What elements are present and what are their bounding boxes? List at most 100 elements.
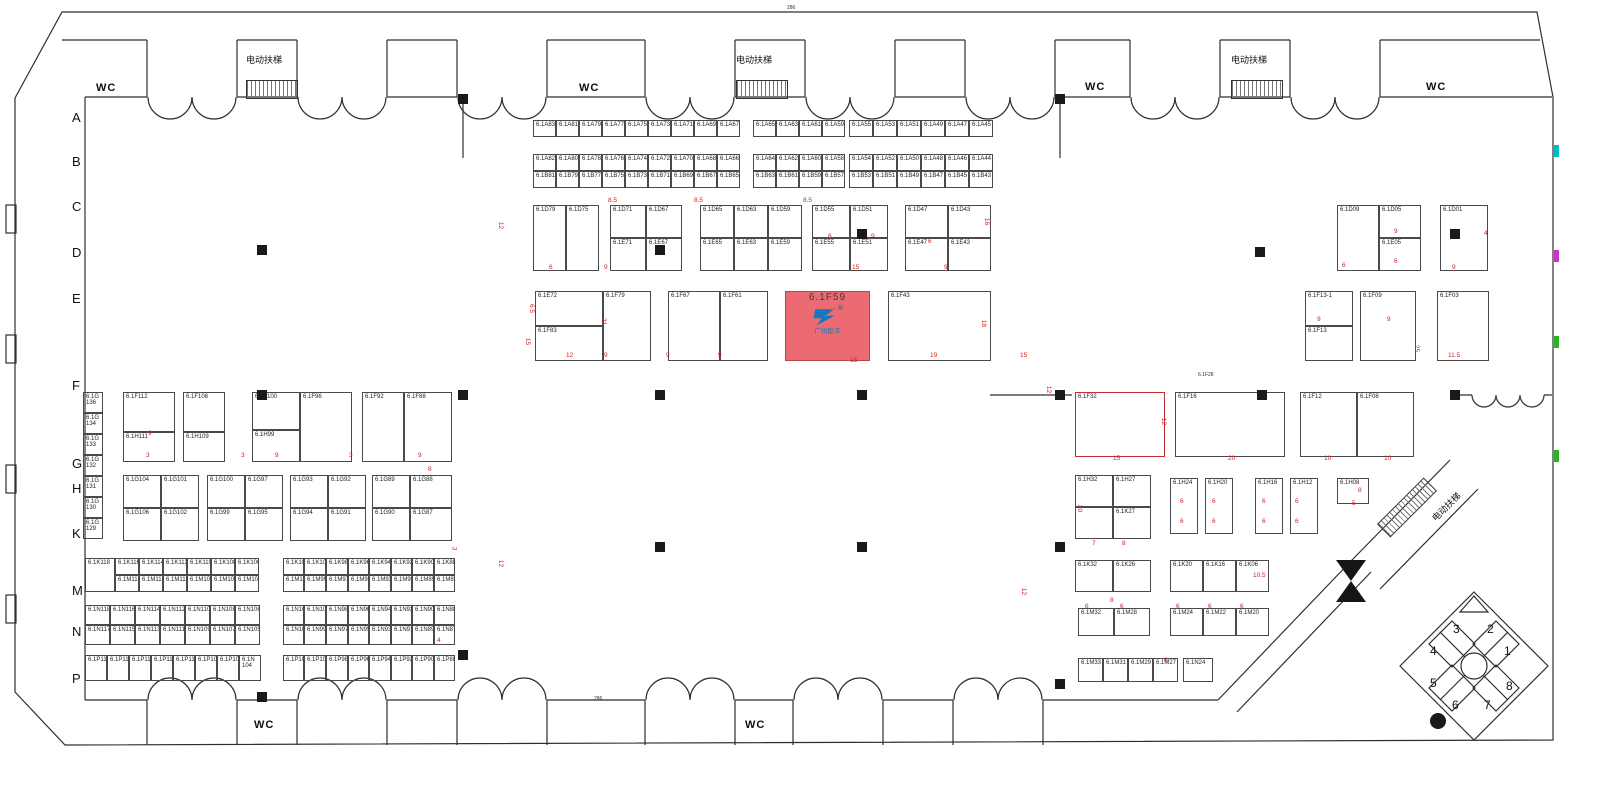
booth-6.1N102[interactable]: 6.1N102 [283, 605, 304, 625]
booth-6.1B65[interactable]: 6.1B65 [717, 171, 740, 188]
booth-6.1E65[interactable]: 6.1E65 [700, 238, 734, 271]
booth-6.1K20[interactable]: 6.1K20 [1170, 560, 1203, 592]
booth-6.1F43[interactable]: 6.1F43 [888, 291, 991, 361]
booth-6.1K27[interactable]: 6.1K27 [1113, 507, 1151, 539]
booth-6.1M28[interactable]: 6.1M28 [1114, 608, 1150, 636]
booth-6.1N116[interactable]: 6.1N116 [110, 605, 135, 625]
booth-6.1H109[interactable]: 6.1H109 [183, 432, 225, 462]
booth-6.1P102[interactable]: 6.1P102 [283, 655, 304, 681]
booth-6.1B75[interactable]: 6.1B75 [602, 171, 625, 188]
booth-6.1A63[interactable]: 6.1A63 [776, 120, 799, 137]
booth-6.1B51[interactable]: 6.1B51 [873, 171, 897, 188]
hall-selector-2[interactable]: 2 [1487, 622, 1494, 636]
booth-6.1N110[interactable]: 6.1N110 [185, 605, 210, 625]
booth-6.1M99[interactable]: 6.1M99 [304, 575, 326, 592]
booth-6.1N101[interactable]: 6.1N101 [283, 625, 304, 645]
booth-6.1P98[interactable]: 6.1P98 [326, 655, 348, 681]
booth-6.1A77[interactable]: 6.1A77 [602, 120, 625, 137]
booth-6.1A82[interactable]: 6.1A82 [533, 154, 556, 171]
booth-6.1M115[interactable]: 6.1M115 [115, 575, 139, 592]
booth-6.1G132[interactable]: 6.1G 132 [83, 455, 103, 476]
booth-6.1G134[interactable]: 6.1G 134 [83, 413, 103, 434]
booth-6.1F67[interactable]: 6.1F67 [668, 291, 720, 361]
booth-6.1B63[interactable]: 6.1B63 [753, 171, 776, 188]
booth-6.1D65[interactable]: 6.1D65 [700, 205, 734, 238]
booth-6.1K90[interactable]: 6.1K90 [412, 558, 434, 575]
booth-6.1N92[interactable]: 6.1N92 [391, 605, 412, 625]
booth-6.1A78[interactable]: 6.1A78 [579, 154, 602, 171]
booth-6.1D47[interactable]: 6.1D47 [905, 205, 948, 238]
booth-6.1A45[interactable]: 6.1A45 [969, 120, 993, 137]
booth-6.1D79[interactable]: 6.1D79 [533, 205, 566, 271]
booth-6.1G88[interactable]: 6.1G88 [410, 475, 452, 508]
booth-6.1N109[interactable]: 6.1N109 [185, 625, 210, 645]
booth-6.1A73[interactable]: 6.1A73 [648, 120, 671, 137]
booth-6.1N90[interactable]: 6.1N90 [412, 605, 434, 625]
booth-6.1M101[interactable]: 6.1M101 [283, 575, 304, 592]
booth-6.1B81[interactable]: 6.1B81 [533, 171, 556, 188]
booth-6.1P118[interactable]: 6.1P118 [85, 655, 107, 681]
booth-6.1F16[interactable]: 6.1F16 [1175, 392, 1285, 457]
booth-6.1A61[interactable]: 6.1A61 [799, 120, 822, 137]
booth-6.1D01[interactable]: 6.1D01 [1440, 205, 1488, 271]
booth-6.1K26[interactable]: 6.1K26 [1113, 560, 1151, 592]
booth-6.1E67[interactable]: 6.1E67 [646, 238, 682, 271]
booth-6.1M111[interactable]: 6.1M111 [163, 575, 187, 592]
booth-6.1N98[interactable]: 6.1N98 [326, 605, 348, 625]
booth-6.1A75[interactable]: 6.1A75 [625, 120, 648, 137]
booth-6.1P92[interactable]: 6.1P92 [391, 655, 412, 681]
booth-6.1G136[interactable]: 6.1G 136 [83, 392, 103, 413]
booth-6.1B43[interactable]: 6.1B43 [969, 171, 993, 188]
booth-6.1N100[interactable]: 6.1N100 [304, 605, 326, 625]
booth-6.1M97[interactable]: 6.1M97 [326, 575, 348, 592]
booth-6.1M89[interactable]: 6.1M89 [412, 575, 434, 592]
booth-6.1F83[interactable]: 6.1F83 [535, 326, 603, 361]
booth-6.1M20[interactable]: 6.1M20 [1236, 608, 1269, 636]
booth-6.1G101[interactable]: 6.1G101 [161, 475, 199, 508]
booth-6.1F08[interactable]: 6.1F08 [1357, 392, 1414, 457]
booth-6.1K96[interactable]: 6.1K96 [348, 558, 369, 575]
booth-6.1E59[interactable]: 6.1E59 [768, 238, 802, 271]
booth-6.1F92[interactable]: 6.1F92 [362, 392, 404, 462]
booth-6.1H16[interactable]: 6.1H16 [1255, 478, 1283, 534]
booth-6.1D51[interactable]: 6.1D51 [850, 205, 888, 238]
booth-6.1G90[interactable]: 6.1G90 [372, 508, 410, 541]
booth-6.1A66[interactable]: 6.1A66 [717, 154, 740, 171]
booth-6.1N113[interactable]: 6.1N113 [135, 625, 160, 645]
booth-6.1G106[interactable]: 6.1G106 [123, 508, 161, 541]
booth-6.1K118[interactable]: 6.1K118 [85, 558, 115, 592]
booth-6.1E71[interactable]: 6.1E71 [610, 238, 646, 271]
hall-selector-4[interactable]: 4 [1430, 644, 1437, 658]
booth-6.1A46[interactable]: 6.1A46 [945, 154, 969, 171]
booth-6.1M105[interactable]: 6.1M105 [235, 575, 259, 592]
booth-6.1A55[interactable]: 6.1A55 [849, 120, 873, 137]
booth-6.1A69[interactable]: 6.1A69 [694, 120, 717, 137]
booth-6.1P88[interactable]: 6.1P88 [434, 655, 455, 681]
booth-6.1M113[interactable]: 6.1M113 [139, 575, 163, 592]
booth-6.1K92[interactable]: 6.1K92 [391, 558, 412, 575]
booth-6.1A44[interactable]: 6.1A44 [969, 154, 993, 171]
booth-6.1M24[interactable]: 6.1M24 [1170, 608, 1203, 636]
booth-6.1A53[interactable]: 6.1A53 [873, 120, 897, 137]
booth-6.1M91[interactable]: 6.1M91 [391, 575, 412, 592]
booth-6.1A58[interactable]: 6.1A58 [822, 154, 845, 171]
booth-6.1P94[interactable]: 6.1P94 [369, 655, 391, 681]
booth-6.1K116[interactable]: 6.1K116 [115, 558, 139, 575]
hall-selector-5[interactable]: 5 [1430, 676, 1437, 690]
booth-6.1M29[interactable]: 6.1M29 [1128, 658, 1153, 682]
booth-6.1G89[interactable]: 6.1G89 [372, 475, 410, 508]
booth-6.1F13-1[interactable]: 6.1F13-1 [1305, 291, 1353, 326]
booth-6.1M22[interactable]: 6.1M22 [1203, 608, 1236, 636]
booth-6.1F32[interactable]: 6.1F32 [1075, 392, 1165, 457]
booth-6.1A64[interactable]: 6.1A64 [753, 154, 776, 171]
booth-6.1K106[interactable]: 6.1K106 [235, 558, 259, 575]
booth-6.1N95[interactable]: 6.1N95 [348, 625, 369, 645]
booth-6.1M31[interactable]: 6.1M31 [1103, 658, 1128, 682]
booth-6.1B59[interactable]: 6.1B59 [799, 171, 822, 188]
booth-6.1F03[interactable]: 6.1F03 [1437, 291, 1489, 361]
booth-6.1K94[interactable]: 6.1K94 [369, 558, 391, 575]
booth-6.1B53[interactable]: 6.1B53 [849, 171, 873, 188]
booth-6.1A74[interactable]: 6.1A74 [625, 154, 648, 171]
booth-6.1G87[interactable]: 6.1G87 [410, 508, 452, 541]
